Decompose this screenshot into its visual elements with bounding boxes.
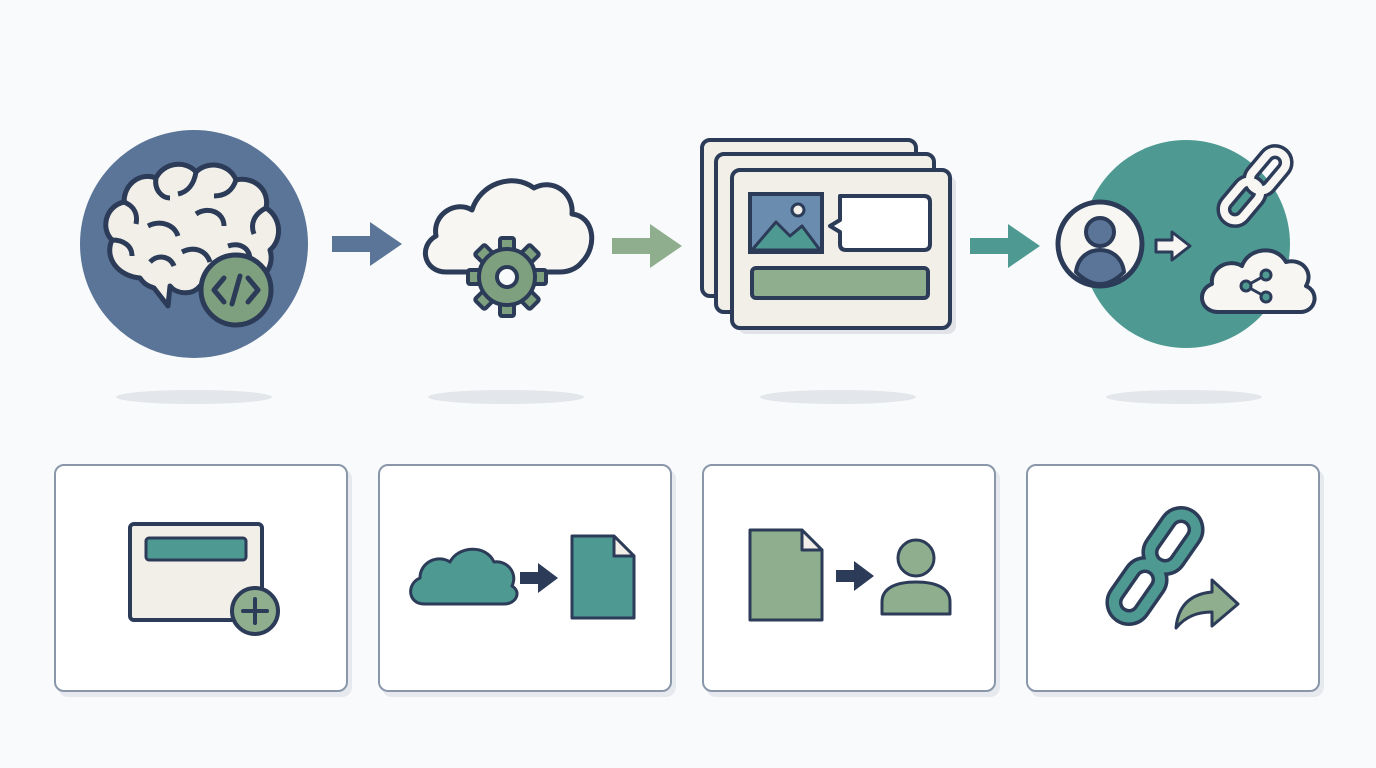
plus-icon xyxy=(230,586,280,636)
step-card-file-to-user xyxy=(702,464,996,692)
share-node xyxy=(1055,140,1317,348)
gear-icon xyxy=(466,236,548,318)
window-icon xyxy=(128,522,264,622)
user-icon xyxy=(1055,199,1145,289)
flow-arrow-1 xyxy=(332,222,402,266)
node-shadow xyxy=(116,390,272,404)
image-icon xyxy=(748,192,824,254)
flow-arrow-3 xyxy=(970,224,1040,268)
user-icon xyxy=(880,538,952,616)
code-tag-icon xyxy=(198,252,274,328)
flow-arrow-2 xyxy=(612,224,682,268)
speech-bubble-icon xyxy=(828,194,932,252)
cloud-icon xyxy=(423,178,595,275)
step-card-create xyxy=(54,464,348,692)
node-shadow xyxy=(1106,390,1262,404)
arrow-icon xyxy=(836,561,874,591)
share-arrow-icon xyxy=(1174,578,1240,630)
chain-link-icon xyxy=(1216,144,1294,228)
cloud-share-icon xyxy=(1200,248,1317,314)
arrow-icon xyxy=(1154,230,1192,262)
node-shadow xyxy=(760,390,916,404)
cloud-gear-node xyxy=(423,178,595,318)
chain-link-icon xyxy=(1105,506,1205,626)
node-shadow xyxy=(428,390,584,404)
step-card-share-link xyxy=(1026,464,1320,692)
cloud-icon xyxy=(409,547,519,606)
arrow-icon xyxy=(520,563,558,593)
page-builder-node xyxy=(700,138,956,334)
step-card-cloud-to-file xyxy=(378,464,672,692)
text-bar-icon xyxy=(750,266,930,300)
document-icon xyxy=(748,528,824,622)
brain-code-node xyxy=(80,130,308,358)
